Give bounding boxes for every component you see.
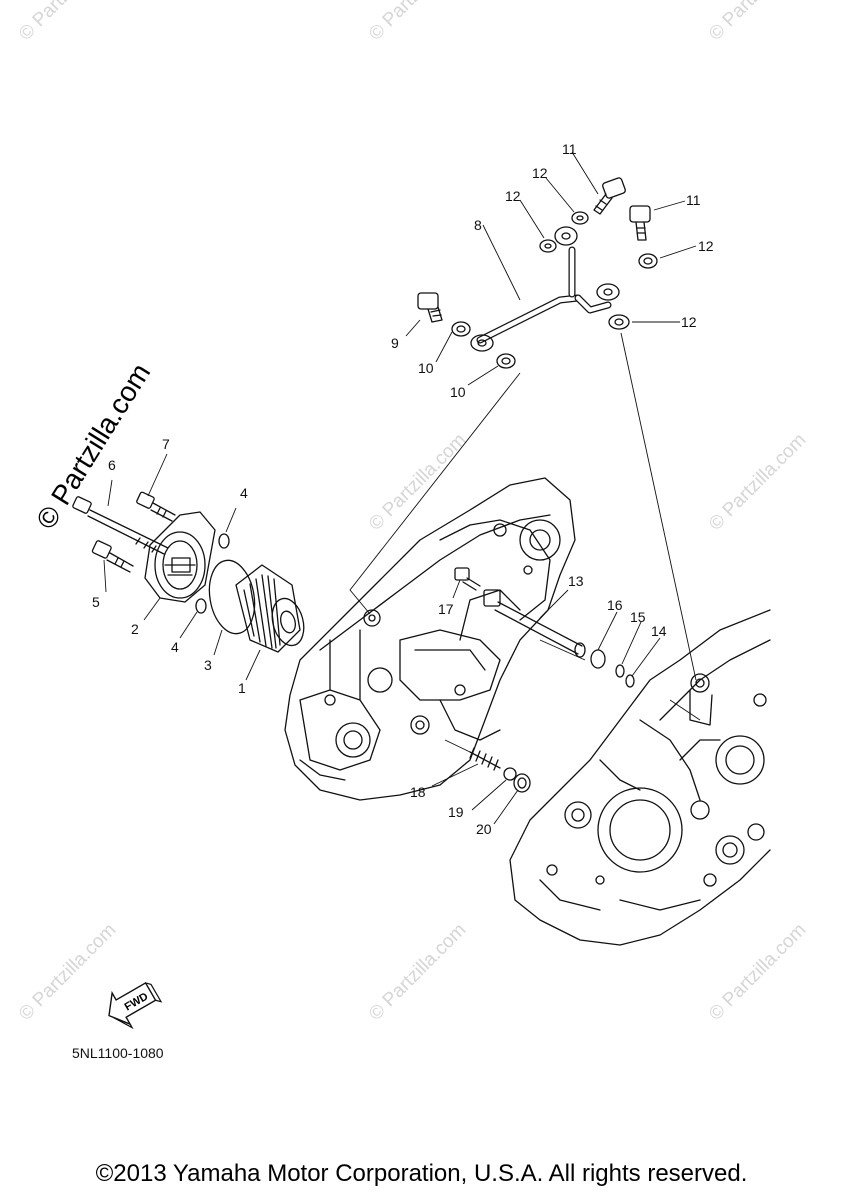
- long-bolt: [72, 496, 169, 555]
- callout-15: 15: [630, 609, 646, 625]
- short-bolt-7: [136, 491, 176, 522]
- callout-5: 5: [92, 594, 100, 610]
- callout-11: 11: [562, 141, 577, 157]
- crankcase-right: [509, 609, 771, 946]
- leader-lines: [103, 151, 701, 825]
- callout-12: 12: [532, 165, 548, 181]
- filter-cover: [144, 511, 216, 603]
- relief-spring: [469, 747, 501, 771]
- o-ring: [195, 598, 207, 614]
- callout-2: 2: [131, 621, 139, 637]
- callout-13: 13: [568, 573, 584, 589]
- plug: [513, 773, 531, 793]
- o-ring-large: [208, 559, 256, 635]
- o-ring: [615, 664, 625, 678]
- union-bolt-top: [593, 177, 626, 215]
- washer: [638, 253, 658, 269]
- relief-valve-bolt: [454, 567, 481, 591]
- washer: [571, 211, 589, 225]
- callout-14: 14: [651, 623, 667, 639]
- union-bolt: [417, 292, 443, 323]
- oil-delivery-shaft: [483, 589, 586, 658]
- callout-6: 6: [108, 457, 116, 473]
- callout-4: 4: [171, 639, 179, 655]
- washer: [608, 314, 630, 330]
- copyright-text: ©2013 Yamaha Motor Corporation, U.S.A. A…: [95, 1160, 748, 1187]
- check-ball: [503, 767, 517, 781]
- callout-1: 1: [238, 680, 246, 696]
- o-ring: [625, 674, 635, 688]
- o-ring: [590, 649, 606, 669]
- callout-12: 12: [505, 188, 521, 204]
- washer: [496, 353, 516, 369]
- oil-pipe: [470, 226, 620, 352]
- callouts: 1 2 3 4 4 5 6 7 8 9 10 10 11 11 12 12 12…: [92, 141, 714, 837]
- callout-17: 17: [438, 601, 454, 617]
- callout-10: 10: [418, 360, 434, 376]
- callout-9: 9: [391, 335, 399, 351]
- callout-4: 4: [240, 485, 248, 501]
- callout-12: 12: [681, 314, 697, 330]
- callout-3: 3: [204, 657, 212, 673]
- fwd-arrow-icon: FWD: [108, 981, 163, 1030]
- callout-16: 16: [607, 597, 623, 613]
- callout-20: 20: [476, 821, 492, 837]
- callout-18: 18: [410, 784, 426, 800]
- o-ring: [218, 533, 230, 549]
- callout-8: 8: [474, 217, 482, 233]
- callout-7: 7: [162, 436, 170, 452]
- union-bolt-right: [629, 205, 651, 241]
- washer: [451, 321, 471, 337]
- short-bolt-5: [91, 540, 134, 573]
- washer: [539, 239, 557, 253]
- callout-12: 12: [698, 238, 714, 254]
- callout-11: 11: [686, 192, 701, 208]
- crankcase-left: [284, 477, 576, 801]
- callout-10: 10: [450, 384, 466, 400]
- oil-filter: [235, 564, 305, 653]
- callout-19: 19: [448, 804, 464, 820]
- diagram-code: 5NL1100-1080: [72, 1045, 164, 1061]
